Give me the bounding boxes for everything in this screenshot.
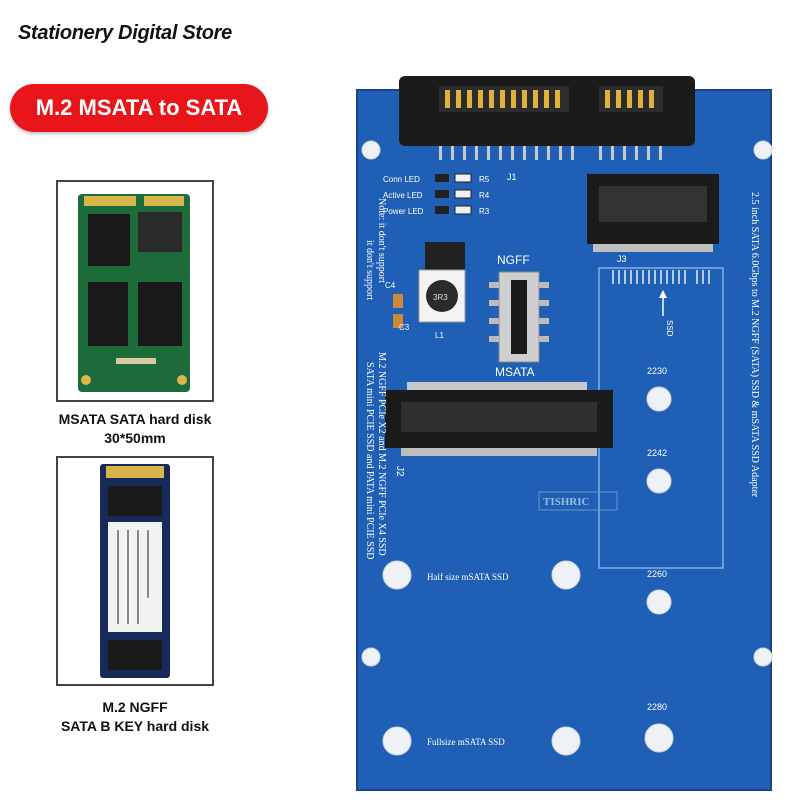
adapter-board: J1 Conn LED Active LED Power LED R5 R4 R… <box>356 76 773 791</box>
msata-socket <box>385 382 613 456</box>
label-ngff: NGFF <box>497 253 530 267</box>
label-ssd: SSD <box>665 320 674 337</box>
label-half-size: Half size mSATA SSD <box>427 572 509 582</box>
led-array <box>435 173 472 215</box>
sata-connector <box>399 76 695 160</box>
brand-label: TISHRIC <box>543 496 590 508</box>
label-2242: 2242 <box>647 448 667 458</box>
mode-switch <box>489 271 549 363</box>
label-msata: MSATA <box>495 365 535 379</box>
label-inductor: 3R3 <box>433 293 448 302</box>
label-2230: 2230 <box>647 366 667 376</box>
label-j1: J1 <box>507 172 517 182</box>
label-2280: 2280 <box>647 702 667 712</box>
msata-ssd-image <box>78 194 190 392</box>
label-conn-led: Conn LED <box>383 175 420 184</box>
m2-socket <box>587 174 719 252</box>
ssd-direction-arrow <box>659 290 667 316</box>
right-side-note: 2.5 inch SATA 6.0Gbps to M.2 NGFF (SATA)… <box>749 192 760 498</box>
label-r4: R4 <box>479 191 490 200</box>
label-r3: R3 <box>479 207 490 216</box>
product-title: M.2 MSATA to SATA <box>35 95 243 120</box>
ngff-ssd-image <box>100 464 170 678</box>
label-c4: C4 <box>385 281 396 290</box>
left-note-1: Note: it don't support <box>376 198 387 283</box>
msata-caption-line2: 30*50mm <box>104 430 166 446</box>
brand-box <box>538 491 618 511</box>
m2-pads <box>612 270 710 284</box>
ngff-ssd-frame <box>56 456 214 686</box>
label-l1: L1 <box>435 331 444 340</box>
label-2260: 2260 <box>647 569 667 579</box>
msata-caption-line1: MSATA SATA hard disk <box>58 411 212 427</box>
label-r5: R5 <box>479 175 490 184</box>
ngff-caption-line1: M.2 NGFF <box>102 699 168 715</box>
label-active-led: Active LED <box>383 191 423 200</box>
left-note-4: SATA mini PCIE SSD and PATA mini PCIE SS… <box>364 362 375 560</box>
label-j2: J2 <box>394 466 405 477</box>
label-j3: J3 <box>617 254 627 264</box>
mount-holes <box>361 140 773 756</box>
regulator-area: 3R3 C3 C4 L1 <box>385 242 466 340</box>
label-c3: C3 <box>399 323 410 332</box>
store-name: Stationery Digital Store <box>18 22 232 44</box>
label-power-led: Power LED <box>383 207 424 216</box>
msata-caption: MSATA SATA hard disk 30*50mm <box>40 410 230 448</box>
ngff-caption-line2: SATA B KEY hard disk <box>60 718 210 734</box>
label-full-size: Fullsize mSATA SSD <box>427 737 505 747</box>
msata-ssd-frame <box>56 180 214 402</box>
left-note-3: M.2 NGFF PCIe X2 and M.2 NGFF PCIe X4 SS… <box>376 352 387 556</box>
ngff-caption: M.2 NGFF SATA B KEY hard disk <box>40 698 230 736</box>
product-title-badge: M.2 MSATA to SATA <box>10 84 268 132</box>
left-note-2: it don't support <box>364 240 375 300</box>
